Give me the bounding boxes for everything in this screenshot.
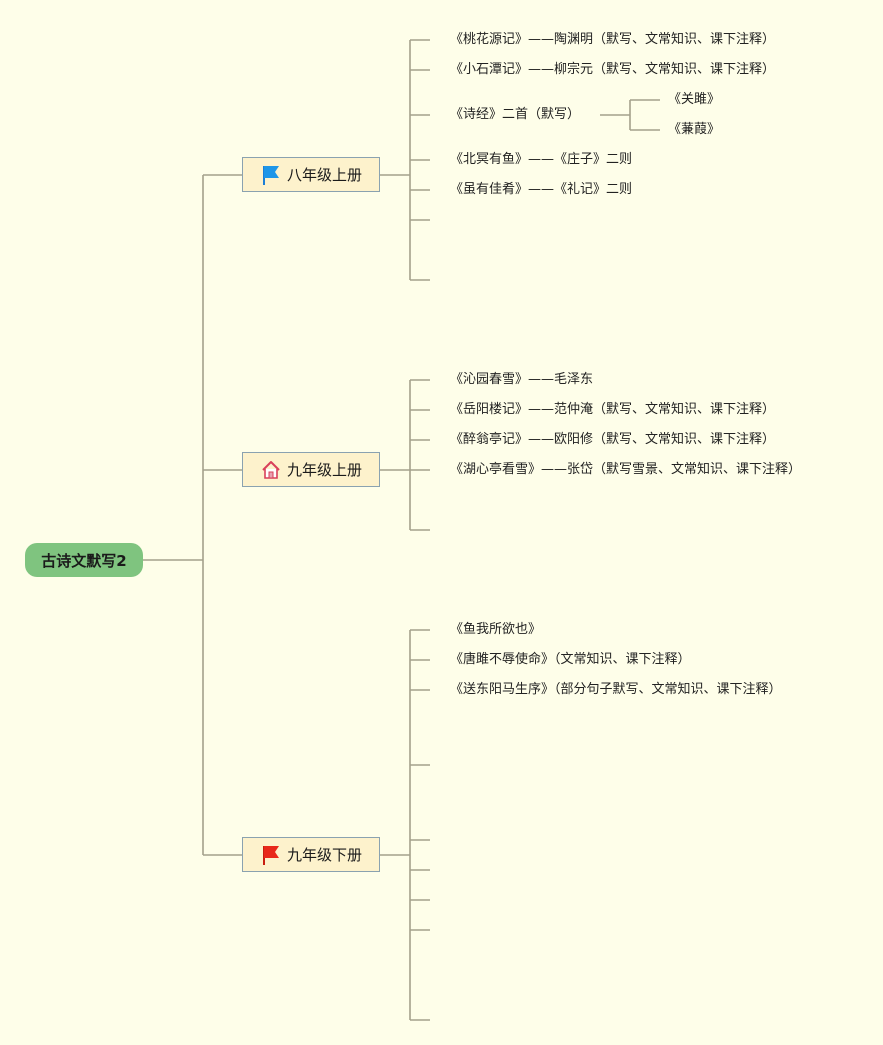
subtopic-suiyoujiayao[interactable]: 《虽有佳肴》——《礼记》二则 bbox=[450, 182, 633, 197]
subtopic-guanju[interactable]: 《关雎》 bbox=[668, 92, 721, 107]
topic-grade9-vol1[interactable]: 九年级上册 bbox=[242, 452, 380, 487]
subtopic-shijing[interactable]: 《诗经》二首（默写） bbox=[450, 107, 581, 122]
subtopic-songdongyangmashengxu[interactable]: 《送东阳马生序》（部分句子默写、文常知识、课下注释） bbox=[450, 682, 782, 697]
blue-flag-icon bbox=[260, 164, 282, 186]
topic-label: 九年级上册 bbox=[287, 461, 363, 479]
subtopic-beimingyouyu[interactable]: 《北冥有鱼》——《庄子》二则 bbox=[450, 152, 633, 167]
topic-label: 八年级上册 bbox=[287, 166, 363, 184]
subtopic-yuwosuoyuye[interactable]: 《鱼我所欲也》 bbox=[450, 622, 542, 637]
red-flag-icon bbox=[260, 844, 282, 866]
subtopic-qinyuanchunxue[interactable]: 《沁园春雪》——毛泽东 bbox=[450, 372, 594, 387]
root-topic[interactable]: 古诗文默写2 bbox=[25, 543, 143, 577]
subtopic-zuiwengtingji[interactable]: 《醉翁亭记》——欧阳修（默写、文常知识、课下注释） bbox=[450, 432, 776, 447]
topic-grade9-vol2[interactable]: 九年级下册 bbox=[242, 837, 380, 872]
subtopic-xiaoshitanji[interactable]: 《小石潭记》——柳宗元（默写、文常知识、课下注释） bbox=[450, 62, 776, 77]
subtopic-jianjia[interactable]: 《蒹葭》 bbox=[668, 122, 721, 137]
subtopic-tangjubirushiming[interactable]: 《唐雎不辱使命》（文常知识、课下注释） bbox=[450, 652, 691, 667]
subtopic-taohuayuanji[interactable]: 《桃花源记》——陶渊明（默写、文常知识、课下注释） bbox=[450, 32, 776, 47]
house-icon bbox=[260, 459, 282, 481]
topic-grade8-vol1[interactable]: 八年级上册 bbox=[242, 157, 380, 192]
subtopic-huxintingkanxue[interactable]: 《湖心亭看雪》——张岱（默写雪景、文常知识、课下注释） bbox=[450, 462, 802, 477]
topic-label: 九年级下册 bbox=[287, 846, 363, 864]
subtopic-yueyanglouji[interactable]: 《岳阳楼记》——范仲淹（默写、文常知识、课下注释） bbox=[450, 402, 776, 417]
